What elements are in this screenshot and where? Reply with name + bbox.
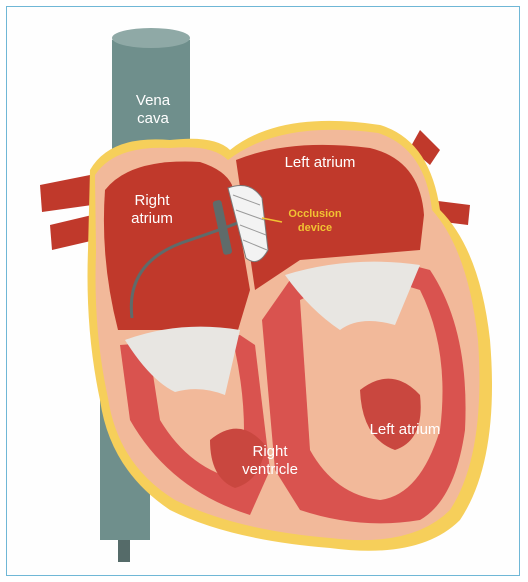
label-vena-cava: Vena cava xyxy=(118,92,188,128)
label-left-atrium-top: Left atrium xyxy=(265,154,375,172)
label-right-atrium: Right atrium xyxy=(112,192,192,228)
label-occlusion-device: Occlusion device xyxy=(280,207,350,235)
label-right-ventricle: Right ventricle xyxy=(225,443,315,479)
label-left-atrium-bottom: Left atrium xyxy=(350,421,460,439)
